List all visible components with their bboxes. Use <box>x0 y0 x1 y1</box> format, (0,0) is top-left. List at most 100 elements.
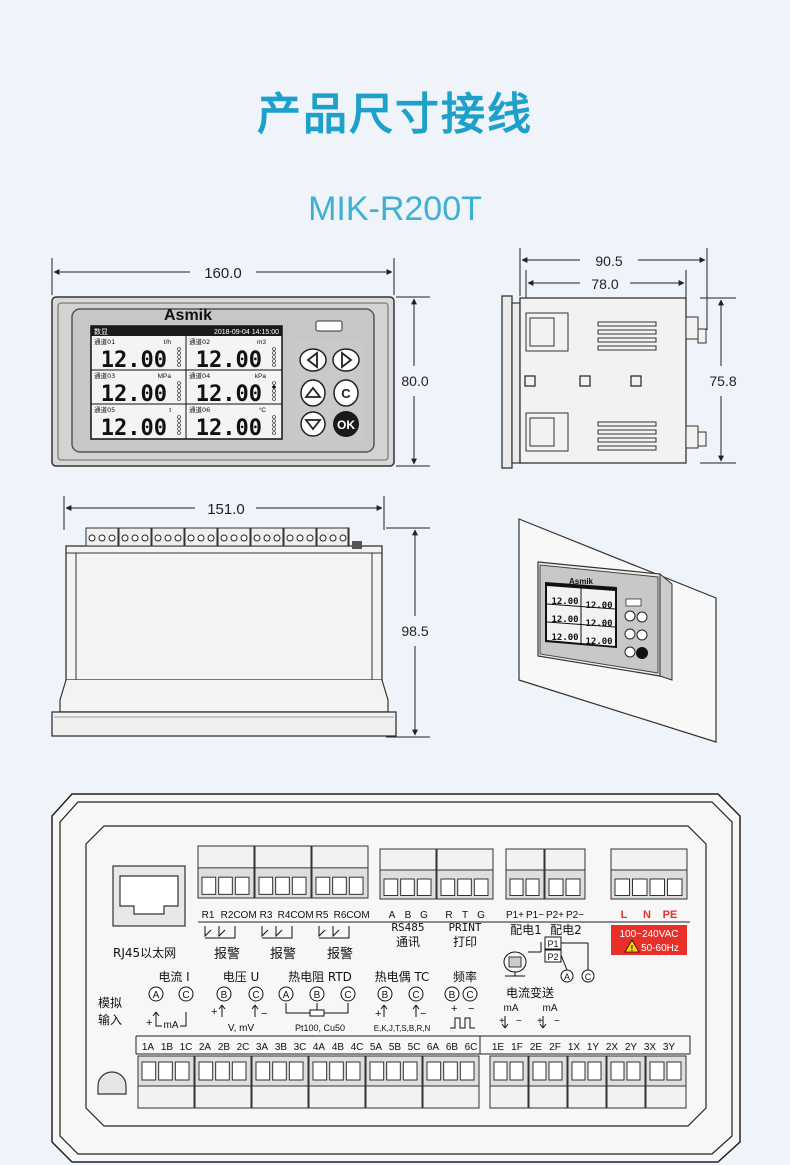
arrow-left-icon <box>306 351 318 369</box>
persp-key <box>624 646 636 658</box>
ok-button-label: OK <box>337 418 355 432</box>
lcd-header-bar <box>91 326 282 336</box>
lcd-channel-unit: t <box>169 407 171 414</box>
lcd-level-dot <box>272 431 276 435</box>
screw-icon <box>141 534 149 542</box>
svg-text:−: − <box>516 1016 522 1027</box>
bottom-terminal-label: 2X <box>606 1042 619 1053</box>
relay-terminal-label: R3 <box>260 910 273 921</box>
up-button[interactable] <box>300 379 326 407</box>
model-label: MIK-R200T <box>308 190 482 228</box>
bottom-terminal-label: 1B <box>161 1042 174 1053</box>
analog-wiring-symbols: + + − + − + − + − + <box>146 1003 560 1029</box>
terminal-block <box>283 527 317 547</box>
terminal-block <box>151 527 185 547</box>
ma-label-current: mA <box>164 1020 179 1031</box>
lcd-level-dot <box>272 423 276 427</box>
power-terminal-label: PE <box>663 909 678 921</box>
screw-icon <box>230 534 238 542</box>
rs485-terminal-label: G <box>420 910 428 921</box>
p1-label: P1 <box>547 939 558 949</box>
power-freq: 50-60Hz <box>641 943 679 954</box>
lcd-channel-value: 12.00 <box>101 348 167 373</box>
pd-terminal-label: P2− <box>566 910 584 921</box>
lcd-channel-value: 12.00 <box>196 348 262 373</box>
relay-switch-icon <box>261 926 293 939</box>
ok-button[interactable]: OK <box>333 411 359 437</box>
top-depth-dim: 98.5 <box>401 623 428 639</box>
down-button[interactable] <box>300 411 326 437</box>
lcd-channel-value: 12.00 <box>101 416 167 441</box>
persp-key <box>624 610 636 622</box>
transmitter-symbol: P1 P2 A C <box>503 936 595 983</box>
lcd-level-dot <box>177 359 181 363</box>
terminal-circle-icon <box>309 986 325 1002</box>
bottom-terminal-label: 1Y <box>587 1042 600 1053</box>
lcd-level-dot <box>177 415 181 419</box>
lcd-channel-name: 通道05 <box>94 405 115 414</box>
relay-switch-icon <box>204 926 236 939</box>
print-terminal-label: T <box>462 910 468 921</box>
bottom-terminal-label: 2Y <box>625 1042 638 1053</box>
svg-text:+: + <box>499 1016 505 1027</box>
right-button[interactable] <box>332 348 360 372</box>
lcd-level-dot <box>177 393 181 397</box>
c-button[interactable]: C <box>333 379 359 407</box>
relay-terminal-label: R4 <box>278 910 291 921</box>
lcd-level-dot <box>177 389 181 393</box>
svg-text:−: − <box>554 1016 560 1027</box>
persp-ok-key <box>636 647 648 659</box>
perspective-value: 12.00 <box>585 637 612 647</box>
terminal-circle-label: C <box>252 990 259 1001</box>
lcd-level-dot <box>272 359 276 363</box>
screw-icon <box>88 534 96 542</box>
persp-key <box>636 611 648 623</box>
vent-slot <box>597 345 657 351</box>
bottom-terminal-label: 5A <box>370 1042 383 1053</box>
terminal-block <box>118 527 152 547</box>
print-label-cn: 打印 <box>453 935 477 949</box>
left-button[interactable] <box>299 348 327 372</box>
screw-icon <box>131 534 139 542</box>
side-view: 90.5 78.0 75.8 <box>501 248 737 469</box>
screw-icon <box>154 534 162 542</box>
pd2-label: 配电2 <box>550 923 582 937</box>
perspective-value: 12.00 <box>585 619 612 629</box>
bottom-terminal-label: 3B <box>275 1042 288 1053</box>
arrow-up-icon <box>304 386 322 398</box>
bottom-terminal-label: 3C <box>294 1042 307 1053</box>
lcd-level-dot <box>272 351 276 355</box>
ma-label-transmit-1: mA <box>504 1003 519 1014</box>
terminal-circle-label: B <box>382 990 389 1001</box>
circle-a-label: A <box>564 972 570 982</box>
alarm-label-1: 报警 <box>214 946 240 962</box>
terminal-circle-label: A <box>283 990 290 1001</box>
bottom-terminal-label: 5C <box>408 1042 421 1053</box>
bottom-terminal-label: 3A <box>256 1042 269 1053</box>
lcd-level-dot <box>177 423 181 427</box>
lcd-level-dot <box>272 385 276 389</box>
voltage-label: 电压 U <box>223 970 260 984</box>
alarm-label-3: 报警 <box>327 946 353 962</box>
bottom-terminal-label: 2E <box>530 1042 543 1053</box>
lcd-level-dot <box>177 363 181 367</box>
terminal-circle-icon <box>408 986 424 1002</box>
mount-hole <box>97 1071 127 1095</box>
terminal-circle-label: B <box>449 990 456 1001</box>
terminal-circle-label: C <box>344 990 351 1001</box>
lcd-channel-name: 通道06 <box>189 405 210 414</box>
screw-icon <box>253 534 261 542</box>
front-width-dim: 160.0 <box>204 265 242 282</box>
power-voltage: 100~240VAC <box>619 929 678 940</box>
vent-slot <box>597 445 657 451</box>
power-spec-box <box>611 925 687 955</box>
svg-text:!: ! <box>631 944 634 953</box>
screw-icon <box>286 534 294 542</box>
lcd-level-dot <box>177 419 181 423</box>
bottom-terminal-label: 2A <box>199 1042 212 1053</box>
bottom-terminal-label: 1A <box>142 1042 155 1053</box>
svg-text:−: − <box>261 1008 267 1020</box>
lcd-level-dot <box>177 427 181 431</box>
pd-terminal-label: P2+ <box>546 910 564 921</box>
screw-icon <box>207 534 215 542</box>
